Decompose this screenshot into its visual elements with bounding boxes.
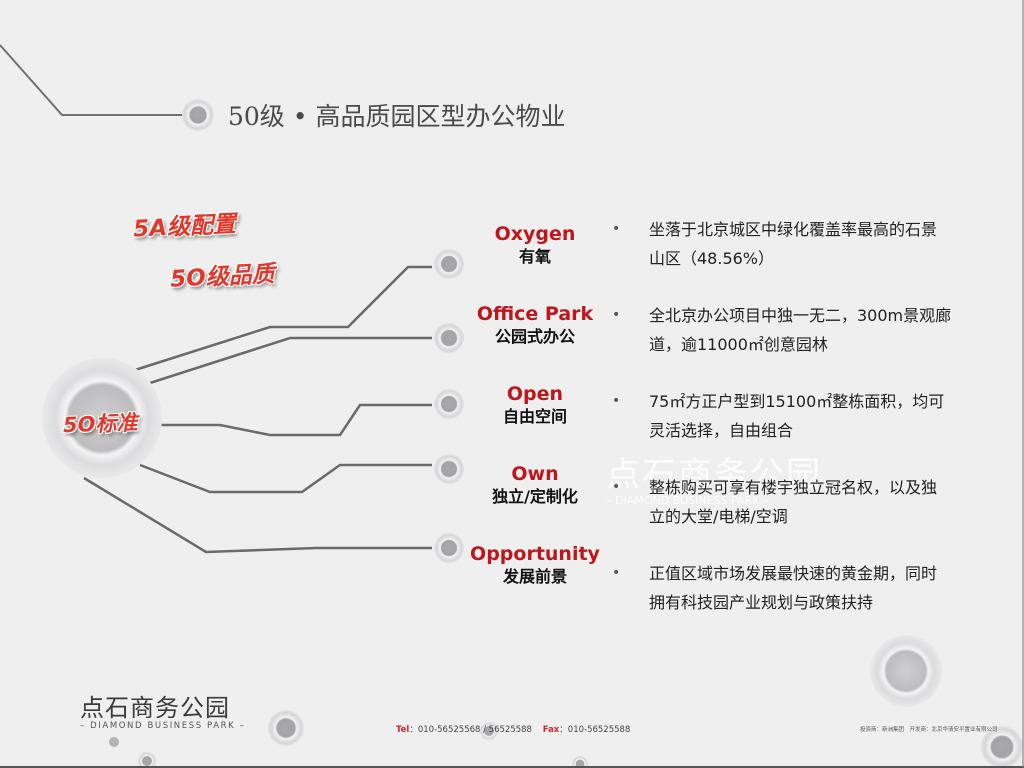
feature-opportunity: Opportunity 发展前景 — [455, 542, 615, 588]
feature-office-park: Office Park 公园式办公 — [455, 302, 615, 348]
watermark-logo-en: – DIAMOND BUSINESS PARK – — [606, 494, 769, 507]
feature-title-en: Oxygen — [494, 223, 576, 245]
feature-oxygen: Oxygen 有氧 — [455, 222, 615, 268]
bullet-icon: • — [612, 307, 621, 323]
feature-description: • 全北京办公项目中独一无二，300m景观廊道，逾11000㎡创意园林 — [612, 301, 952, 359]
decor-circle-icon — [109, 737, 119, 747]
feature-own: Own 独立/定制化 — [455, 462, 615, 508]
bullet-icon: • — [612, 565, 621, 581]
feature-title-en: Own — [511, 463, 559, 485]
title-line — [0, 44, 186, 116]
logo-name-en: – DIAMOND BUSINESS PARK – — [80, 721, 246, 731]
node-office-park-icon — [434, 323, 464, 353]
decor-circle-icon — [870, 635, 942, 707]
node-oxygen-icon — [434, 249, 464, 279]
logo-name-cn: 点石商务公园 — [80, 694, 230, 722]
fax-number: ：010-56525588 — [559, 725, 631, 735]
footer-note: 投资商：新洲集团 开发商：北京华清安平置业有限公司 — [860, 727, 998, 733]
feature-title-cn: 有氧 — [518, 247, 551, 266]
feature-description: • 整栋购买可享有楼宇独立冠名权，以及独立的大堂/电梯/空调 — [612, 473, 952, 531]
hub-label: 5O标准 — [62, 410, 138, 438]
bullet-icon: • — [612, 479, 621, 495]
tag-5a-grade: 5A级配置 — [132, 211, 237, 243]
connector-lines — [83, 265, 432, 554]
tag-5o-grade: 5O级品质 — [169, 261, 276, 293]
feature-title-en: Office Park — [476, 303, 594, 325]
feature-title-en: Opportunity — [470, 543, 600, 565]
decor-circle-icon — [981, 726, 1023, 768]
description-text: 全北京办公项目中独一无二，300m景观廊道，逾11000㎡创意园林 — [649, 306, 952, 354]
tel-number: ：010-56525568 / 56525588 — [409, 725, 532, 735]
feature-title-cn: 公园式办公 — [494, 327, 575, 346]
description-text: 正值区域市场发展最快速的黄金期，同时拥有科技园产业规划与政策扶持 — [649, 564, 938, 612]
tel-label: Tel — [396, 725, 410, 735]
feature-description: • 坐落于北京城区中绿化覆盖率最高的石景山区（48.56%） — [612, 215, 952, 273]
decor-circle-icon — [572, 756, 588, 768]
hub-circle-icon — [42, 358, 162, 478]
node-own-icon — [434, 454, 464, 484]
description-text: 整栋购买可享有楼宇独立冠名权，以及独立的大堂/电梯/空调 — [649, 478, 938, 526]
feature-description: • 正值区域市场发展最快速的黄金期，同时拥有科技园产业规划与政策扶持 — [612, 559, 952, 617]
feature-title-en: Open — [506, 383, 564, 405]
fax-label: Fax — [542, 725, 560, 735]
feature-description: • 75㎡方正户型到15100㎡整栋面积，均可灵活选择，自由组合 — [612, 387, 952, 445]
decor-circle-icon — [138, 752, 156, 768]
feature-open: Open 自由空间 — [455, 382, 615, 428]
page-title: 50级 • 高品质园区型办公物业 — [228, 102, 566, 131]
feature-title-cn: 独立/定制化 — [492, 487, 578, 506]
decor-circle-icon — [268, 710, 304, 746]
bullet-icon: • — [612, 393, 621, 409]
title-dot-icon — [182, 99, 214, 131]
node-open-icon — [434, 389, 464, 419]
description-text: 坐落于北京城区中绿化覆盖率最高的石景山区（48.56%） — [649, 220, 938, 268]
watermark-logo-cn: 点石商务公园 — [606, 455, 822, 495]
feature-title-cn: 自由空间 — [502, 407, 567, 426]
node-opportunity-icon — [434, 533, 464, 563]
description-text: 75㎡方正户型到15100㎡整栋面积，均可灵活选择，自由组合 — [649, 392, 945, 440]
contact-info: Tel：010-56525568 / 56525588 Fax：010-5652… — [396, 723, 630, 735]
feature-title-cn: 发展前景 — [502, 567, 567, 586]
decor-circle-icon — [480, 722, 498, 740]
bullet-icon: • — [612, 221, 621, 237]
